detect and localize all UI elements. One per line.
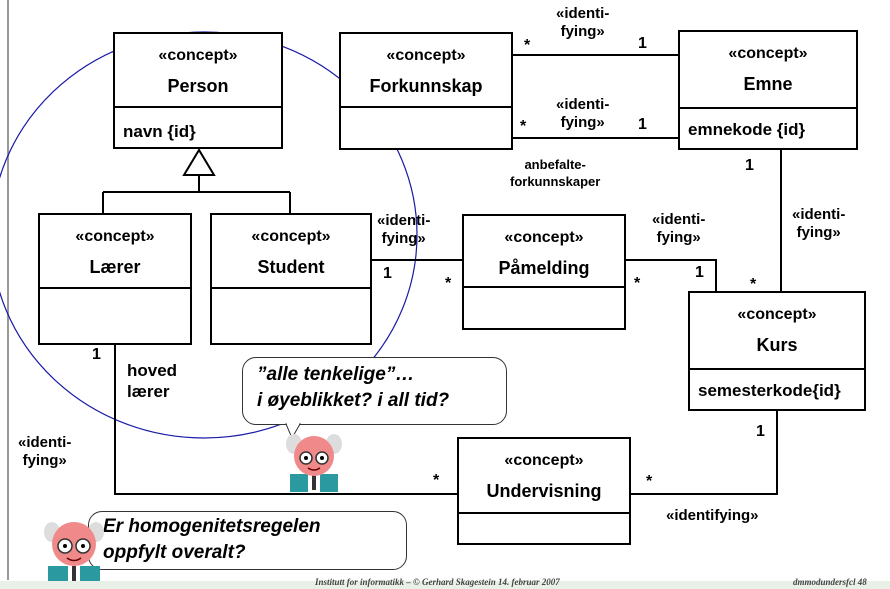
- multiplicity: *: [520, 118, 527, 135]
- person-attribute: navn {id}: [123, 122, 196, 141]
- class-laerer: «concept» Lærer: [38, 213, 192, 345]
- label-line: fying»: [560, 23, 605, 40]
- label-line: fying»: [381, 230, 426, 247]
- label-anbefalte-forkunnskaper: anbefalte- forkunnskaper: [510, 156, 600, 190]
- forkunnskap-divider: [341, 106, 511, 108]
- label-line: «identi-: [652, 211, 706, 228]
- paamelding-name: Påmelding: [498, 258, 590, 278]
- forkunnskap-stereotype: «concept»: [386, 47, 466, 64]
- multiplicity: *: [524, 37, 531, 54]
- bubble-line: Er homogenitetsregelen: [103, 516, 321, 537]
- student-stereotype: «concept»: [251, 228, 331, 245]
- undervisning-name: Undervisning: [486, 481, 602, 501]
- label-identifying-fk-emne-1: «identi- fying»: [556, 5, 609, 41]
- emne-name: Emne: [743, 74, 793, 94]
- label-identifying-paamelding-kurs: «identi- fying»: [652, 211, 705, 247]
- class-person: «concept» Person navn {id}: [113, 32, 283, 149]
- student-divider: [212, 287, 370, 289]
- label-line: fying»: [796, 224, 841, 241]
- label-line: forkunnskaper: [510, 174, 601, 189]
- kurs-stereotype: «concept»: [737, 306, 817, 323]
- generalization: [102, 148, 291, 214]
- speech-bubble-homogenitet: Er homogenitetsregelen oppfylt overalt?: [88, 511, 407, 570]
- person-name: Person: [167, 76, 229, 96]
- label-identifying-kurs-undervisning: «identifying»: [666, 507, 759, 524]
- forkunnskap-name: Forkunnskap: [369, 76, 483, 96]
- label-identifying-emne-kurs: «identi- fying»: [792, 206, 845, 242]
- multiplicity: *: [646, 473, 653, 490]
- label-line: lærer: [127, 382, 170, 401]
- label-line: fying»: [656, 229, 701, 246]
- emne-attribute: emnekode {id}: [688, 120, 806, 139]
- multiplicity: 1: [638, 35, 647, 52]
- multiplicity: 1: [383, 265, 392, 282]
- footer-left-text: Institutt for informatikk – © Gerhard Sk…: [315, 577, 560, 587]
- class-forkunnskap: «concept» Forkunnskap: [339, 32, 513, 150]
- multiplicity: *: [750, 276, 757, 293]
- label-line: «identi-: [556, 96, 610, 113]
- multiplicity: *: [634, 275, 641, 292]
- multiplicity: 1: [745, 157, 754, 174]
- laerer-name: Lærer: [89, 257, 141, 277]
- undervisning-divider: [459, 512, 629, 514]
- speech-bubble-alle-tenkelige: ”alle tenkelige”… i øyeblikket? i all ti…: [242, 357, 507, 425]
- undervisning-stereotype: «concept»: [504, 452, 584, 469]
- footer-bar: [0, 581, 890, 589]
- label-identifying-laerer-undervisning: «identi- fying»: [18, 434, 71, 470]
- multiplicity: *: [433, 472, 440, 489]
- student-name: Student: [257, 257, 325, 277]
- label-line: «identi-: [792, 206, 846, 223]
- role-hoved-laerer: hoved lærer: [127, 360, 177, 402]
- bubble-line: oppfylt overalt?: [103, 542, 246, 563]
- label-line: «identi-: [556, 5, 610, 22]
- laerer-divider: [40, 287, 190, 289]
- multiplicity: *: [445, 275, 452, 292]
- paamelding-divider: [464, 286, 624, 288]
- label-line: «identi-: [18, 434, 72, 451]
- associations: [114, 54, 782, 495]
- kurs-name: Kurs: [756, 335, 798, 355]
- multiplicity: 1: [756, 423, 765, 440]
- label-identifying-fk-emne-2: «identi- fying»: [556, 96, 609, 132]
- label-line: fying»: [22, 452, 67, 469]
- label-line: fying»: [560, 114, 605, 131]
- person-divider: [115, 106, 281, 108]
- multiplicity: 1: [638, 116, 647, 133]
- paamelding-stereotype: «concept»: [504, 229, 584, 246]
- multiplicity: 1: [92, 346, 101, 363]
- class-paamelding: «concept» Påmelding: [462, 214, 626, 330]
- label-line: anbefalte-: [524, 157, 586, 172]
- kurs-attribute: semesterkode{id}: [698, 381, 841, 400]
- emne-divider: [680, 107, 856, 109]
- footer-right-text: dmmodundersfcl 48: [793, 577, 867, 587]
- class-emne: «concept» Emne emnekode {id}: [678, 30, 858, 150]
- person-stereotype: «concept»: [158, 47, 238, 64]
- laerer-stereotype: «concept»: [75, 228, 155, 245]
- bubble-line: ”alle tenkelige”…: [257, 364, 415, 385]
- label-line: «identi-: [377, 212, 431, 229]
- label-identifying-student-paamelding: «identi- fying»: [377, 212, 430, 248]
- class-student: «concept» Student: [210, 213, 372, 345]
- kurs-divider: [690, 368, 864, 370]
- bubble-line: i øyeblikket? i all tid?: [257, 390, 450, 411]
- class-kurs: «concept» Kurs semesterkode{id}: [688, 291, 866, 411]
- emne-stereotype: «concept»: [728, 45, 808, 62]
- label-line: hoved: [127, 361, 178, 380]
- class-undervisning: «concept» Undervisning: [457, 437, 631, 545]
- multiplicity: 1: [695, 264, 704, 281]
